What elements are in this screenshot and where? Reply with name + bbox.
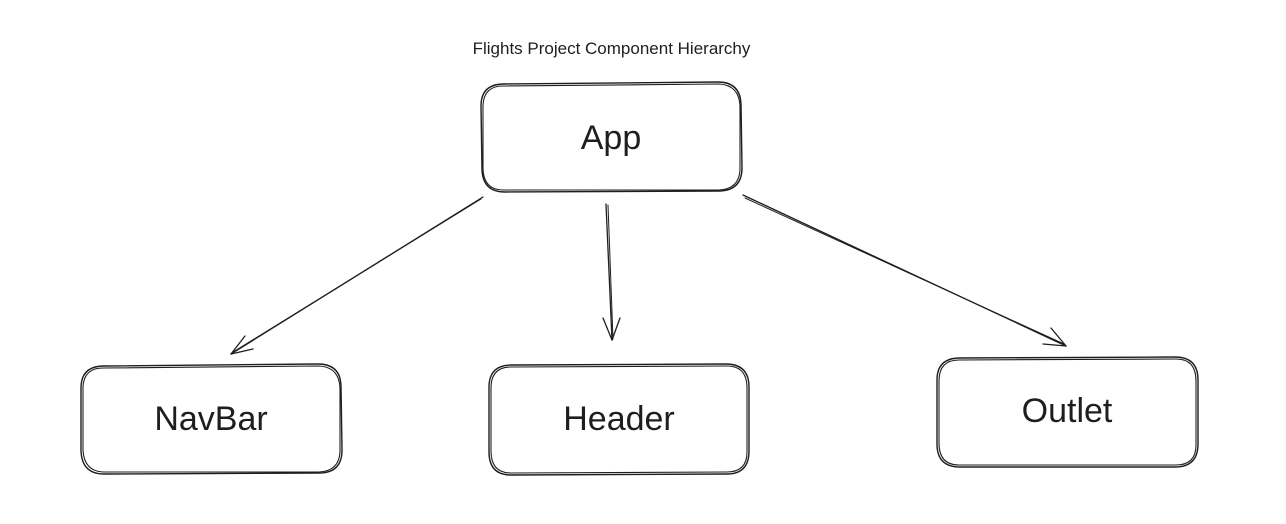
node-app-label: App xyxy=(580,118,642,157)
node-header-label: Header xyxy=(563,399,675,438)
node-outlet-label: Outlet xyxy=(1021,391,1113,430)
arrow-app-to-navbar xyxy=(230,196,484,355)
outlet-box xyxy=(936,356,1199,468)
node-navbar-label: NavBar xyxy=(154,399,268,438)
arrow-app-to-header xyxy=(602,203,621,341)
app-box xyxy=(480,81,743,193)
diagram-title: Flights Project Component Hierarchy xyxy=(472,39,751,58)
header-box xyxy=(488,363,750,476)
arrow-app-to-outlet xyxy=(742,194,1067,347)
navbar-box xyxy=(80,363,343,475)
